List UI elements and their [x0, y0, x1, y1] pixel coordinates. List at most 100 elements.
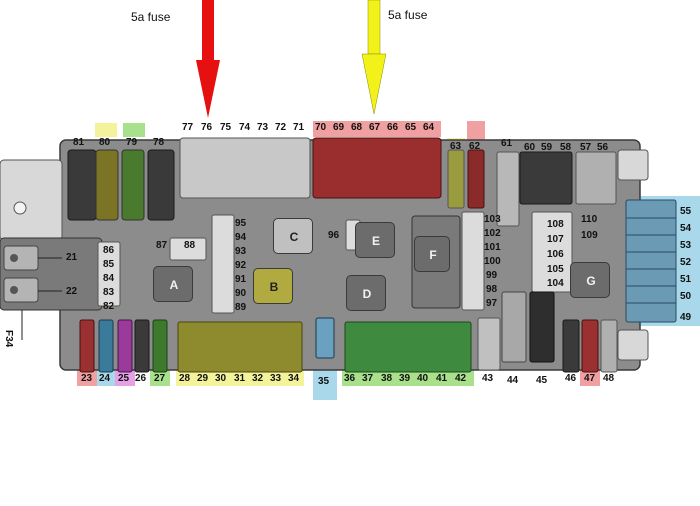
red-arrow: [196, 0, 220, 118]
fuse-label-109: 109: [581, 230, 598, 241]
fuse-label-85: 85: [103, 259, 115, 270]
fuse-62: [467, 149, 485, 209]
fuse-label-77: 77: [182, 122, 194, 133]
fuse-label-45: 45: [536, 375, 548, 386]
relay-78: [147, 149, 175, 221]
fuse-35: [315, 317, 335, 359]
fuse-label-66: 66: [387, 122, 399, 133]
fuse-column-86-82: [97, 241, 121, 307]
fuse-43: [477, 317, 501, 371]
fuse-label-33: 33: [270, 373, 282, 384]
fuse-label-61: 61: [501, 138, 513, 149]
fuse-row-57-56: [575, 151, 617, 205]
fuse-label-58: 58: [560, 142, 572, 153]
fuse-label-71: 71: [293, 122, 305, 133]
left-fuse-note: 5a fuse: [131, 10, 171, 24]
fuse-61: [496, 151, 520, 227]
fuse-label-60: 60: [524, 142, 536, 153]
fuse-46: [562, 319, 580, 373]
yellow-arrow: [361, 0, 387, 115]
fuse-label-62: 62: [469, 141, 481, 152]
relay-79: [121, 149, 145, 221]
fuse-label-37: 37: [362, 373, 374, 384]
fuse-label-74: 74: [239, 122, 251, 133]
fuse-24: [98, 319, 114, 373]
fuse-label-70: 70: [315, 122, 327, 133]
fuse-47: [581, 319, 599, 373]
fuse-label-46: 46: [565, 373, 577, 384]
fuse-45: [529, 291, 555, 363]
fuse-row-60-58: [519, 151, 573, 205]
fuse-label-40: 40: [417, 373, 429, 384]
fuse-63: [447, 149, 465, 209]
fuse-label-102: 102: [484, 228, 501, 239]
relay-b: B: [253, 268, 293, 304]
fuse-27: [152, 319, 168, 373]
fuse-label-57: 57: [580, 142, 592, 153]
relay-d-label: D: [362, 287, 372, 301]
fuse-label-36: 36: [344, 373, 356, 384]
relay-a-label: A: [169, 278, 179, 292]
fuse-label-89: 89: [235, 302, 247, 313]
fuse-label-65: 65: [405, 122, 417, 133]
relay-81: [67, 149, 97, 221]
fuse-column-103-97: [461, 211, 485, 311]
fuse-label-43: 43: [482, 373, 494, 384]
fuse-label-86: 86: [103, 245, 115, 256]
panel-right-ear: [617, 149, 649, 181]
fuse-row-36-42: [344, 321, 472, 373]
fuse-label-38: 38: [381, 373, 393, 384]
relay-b-label: B: [269, 280, 279, 294]
panel-right-ear-bottom: [617, 329, 649, 361]
fuse-label-25: 25: [118, 373, 130, 384]
fuse-label-93: 93: [235, 246, 247, 257]
fuse-label-50: 50: [680, 291, 692, 302]
fuse-26: [134, 319, 150, 373]
fuse-label-24: 24: [99, 373, 111, 384]
fuse-label-23: 23: [81, 373, 93, 384]
right-fuse-note: 5a fuse: [388, 8, 428, 22]
fuse-label-52: 52: [680, 257, 692, 268]
fuse-label-110: 110: [581, 214, 598, 225]
fuse-label-54: 54: [680, 223, 692, 234]
zone-yellow-top-80: [95, 123, 117, 137]
fuse-label-76: 76: [201, 122, 213, 133]
fuse-label-41: 41: [436, 373, 448, 384]
fuse-label-69: 69: [333, 122, 345, 133]
fuse-label-100: 100: [484, 256, 501, 267]
fuse-label-83: 83: [103, 287, 115, 298]
mounting-hole-left: [13, 201, 27, 215]
relay-c-label: C: [289, 230, 299, 244]
fuse-label-39: 39: [399, 373, 411, 384]
fuse-label-21: 21: [66, 252, 78, 263]
fuse-label-53: 53: [680, 240, 692, 251]
panel-left-ear: [0, 159, 63, 241]
fuse-label-101: 101: [484, 242, 501, 253]
fuse-label-84: 84: [103, 273, 115, 284]
relay-e-label: E: [371, 234, 380, 248]
fuse-label-94: 94: [235, 232, 247, 243]
fuse-row-77-71: [179, 137, 311, 199]
fuse-label-64: 64: [423, 122, 435, 133]
fuse-label-f34: F34: [3, 330, 14, 348]
fuse-label-107: 107: [547, 234, 564, 245]
fuse-row-28-34: [177, 321, 303, 373]
fuse-label-78: 78: [153, 137, 165, 148]
fuse-label-72: 72: [275, 122, 287, 133]
fuse-label-103: 103: [484, 214, 501, 225]
fuse-label-87: 87: [156, 240, 168, 251]
relay-c: C: [273, 218, 313, 254]
fuse-column-95-89: [211, 214, 235, 314]
fuse-label-27: 27: [154, 373, 166, 384]
fuse-label-47: 47: [584, 373, 596, 384]
fuse-label-31: 31: [234, 373, 246, 384]
fuse-label-80: 80: [99, 137, 111, 148]
fuse-label-42: 42: [455, 373, 467, 384]
relay-g-label: G: [586, 274, 596, 288]
fuse-label-26: 26: [135, 373, 147, 384]
fuse-label-91: 91: [235, 274, 247, 285]
fuse-label-75: 75: [220, 122, 232, 133]
relay-a: A: [153, 266, 193, 302]
fuse-label-81: 81: [73, 137, 85, 148]
